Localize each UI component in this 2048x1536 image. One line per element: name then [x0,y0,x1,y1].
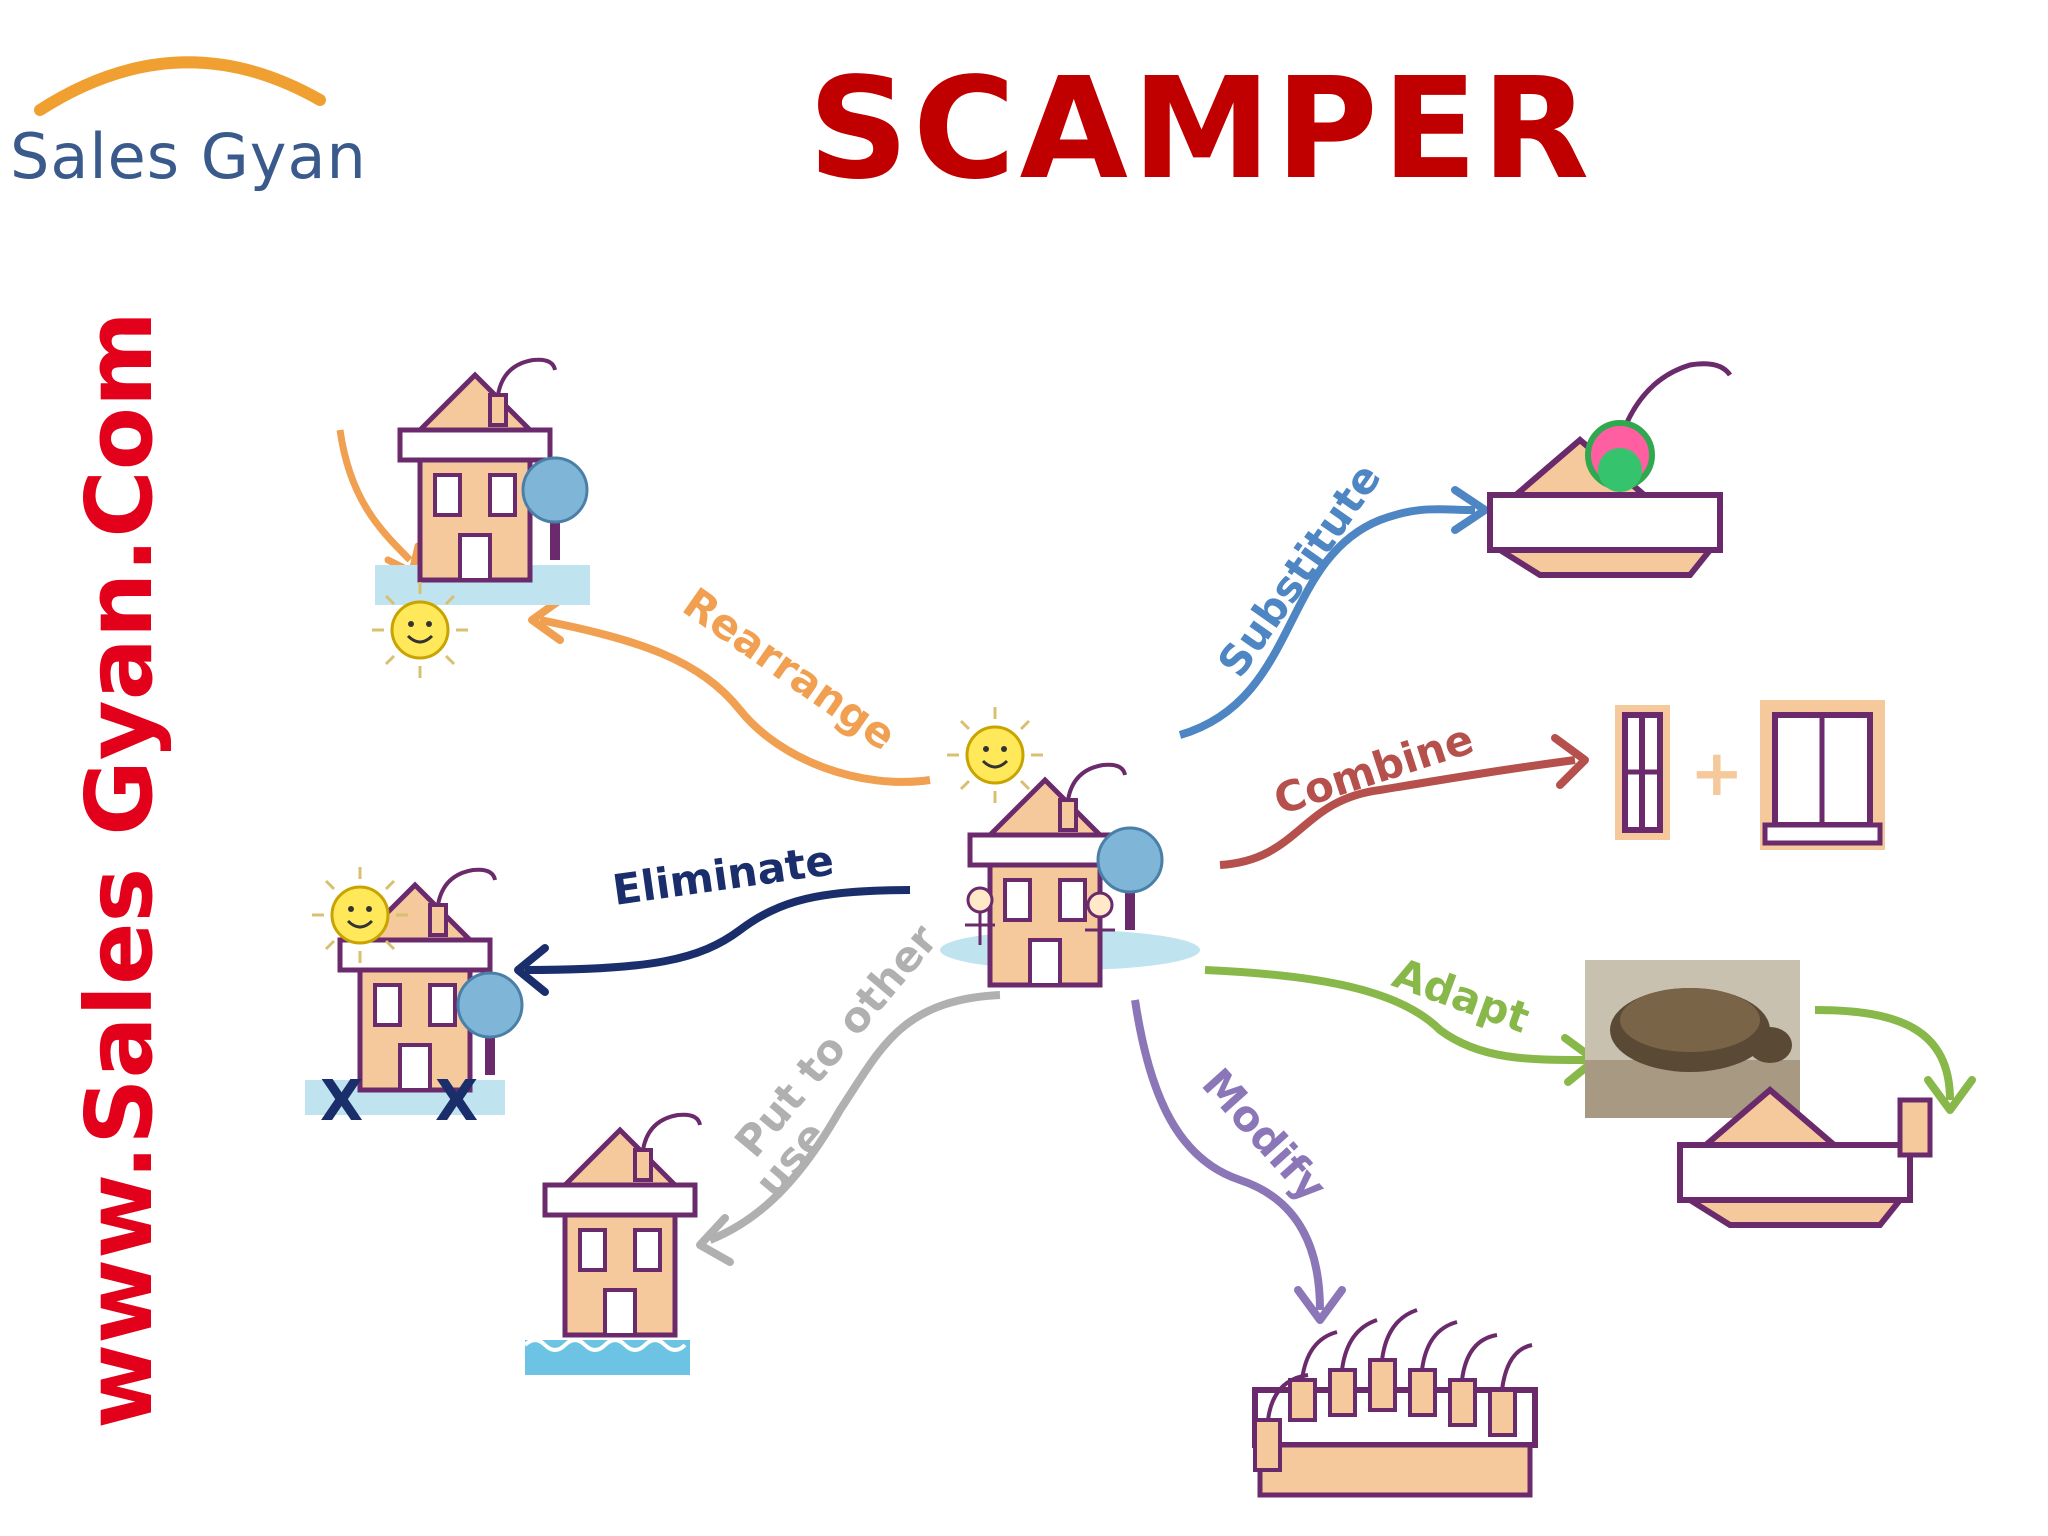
eliminate-branch: Eliminate [514,835,911,996]
adapt-tortoise-photo-icon [1585,960,1800,1118]
put-to-other-use-house-on-water-icon [523,1115,700,1375]
eliminate-house-with-x-marks-icon: X X [305,865,524,1134]
substitute-branch: Substitute [1178,454,1489,739]
put-to-other-use-branch: Put to other use [696,915,1001,1266]
x-mark-left-icon: X [320,1069,363,1134]
x-mark-right-icon: X [435,1069,478,1134]
combine-window-plus-door-icon: + [1615,700,1885,850]
plus-icon: + [1690,737,1744,811]
adapt-label: Adapt [1387,948,1536,1042]
rearrange-label: Rearrange [674,578,905,760]
modify-many-chimneys-roof-icon [1252,1308,1538,1498]
logo-arc-icon [34,56,326,116]
center-house-scene-icon [940,705,1200,985]
substitute-house-with-flower-chimney-icon [1490,361,1733,575]
combine-branch: Combine [1219,714,1589,869]
page-title: SCAMPER [808,48,1594,211]
logo-text: Sales Gyan [10,120,367,193]
combine-label: Combine [1268,714,1479,824]
modify-branch: Modify [1131,999,1346,1324]
substitute-label: Substitute [1208,454,1391,685]
rearrange-house-with-sun-below-icon [370,360,590,680]
put-to-other-use-label-line1: Put to other [725,915,947,1167]
sales-gyan-logo: Sales Gyan [0,30,380,230]
adapt-roof-icon [1680,1090,1933,1225]
